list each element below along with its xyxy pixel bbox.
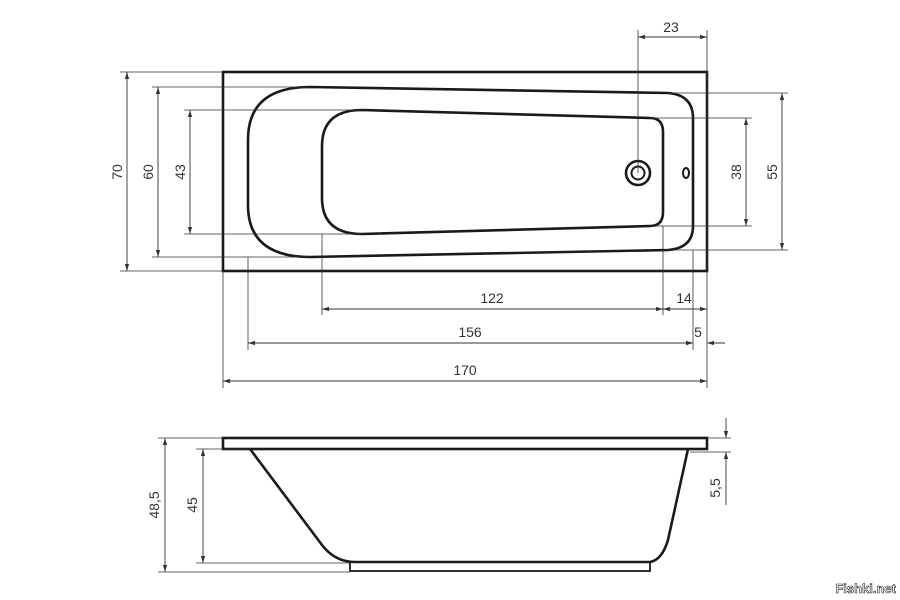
tub-outline [221,70,709,273]
dimension-lines [124,34,785,384]
extension-lines [120,30,788,388]
overflow-icon [682,167,690,179]
dim-rim-inner-width: 60 [140,164,156,180]
rim-profile [221,436,709,451]
dim-right-inner-width: 38 [728,164,744,180]
dim-bottom-length: 122 [480,290,504,306]
outer-bowl [246,85,695,259]
side-dimension-lines [162,418,729,572]
watermark: Fishki.net [835,581,896,596]
dim-bottom-width: 43 [172,164,188,180]
side-view: 48,5 45 5,5 [146,418,731,573]
dim-overall-width: 70 [109,164,125,180]
side-extension-lines [158,437,731,573]
dim-drain-to-end: 23 [663,19,679,35]
dim-body-height: 45 [184,497,200,513]
dim-total-height: 48,5 [146,491,162,518]
dim-inner-length: 156 [458,324,482,340]
base-foot [349,561,651,572]
top-view: 70 60 43 38 55 23 122 14 156 5 170 [109,19,788,388]
inner-bowl [320,108,665,236]
body-profile [248,448,690,564]
dim-rim-end-offset: 5 [694,324,702,340]
dim-rim-thickness: 5,5 [707,478,723,498]
dim-right-outer-width: 55 [764,164,780,180]
dim-overall-length: 170 [453,362,477,378]
dim-bottom-end-offset: 14 [676,290,692,306]
